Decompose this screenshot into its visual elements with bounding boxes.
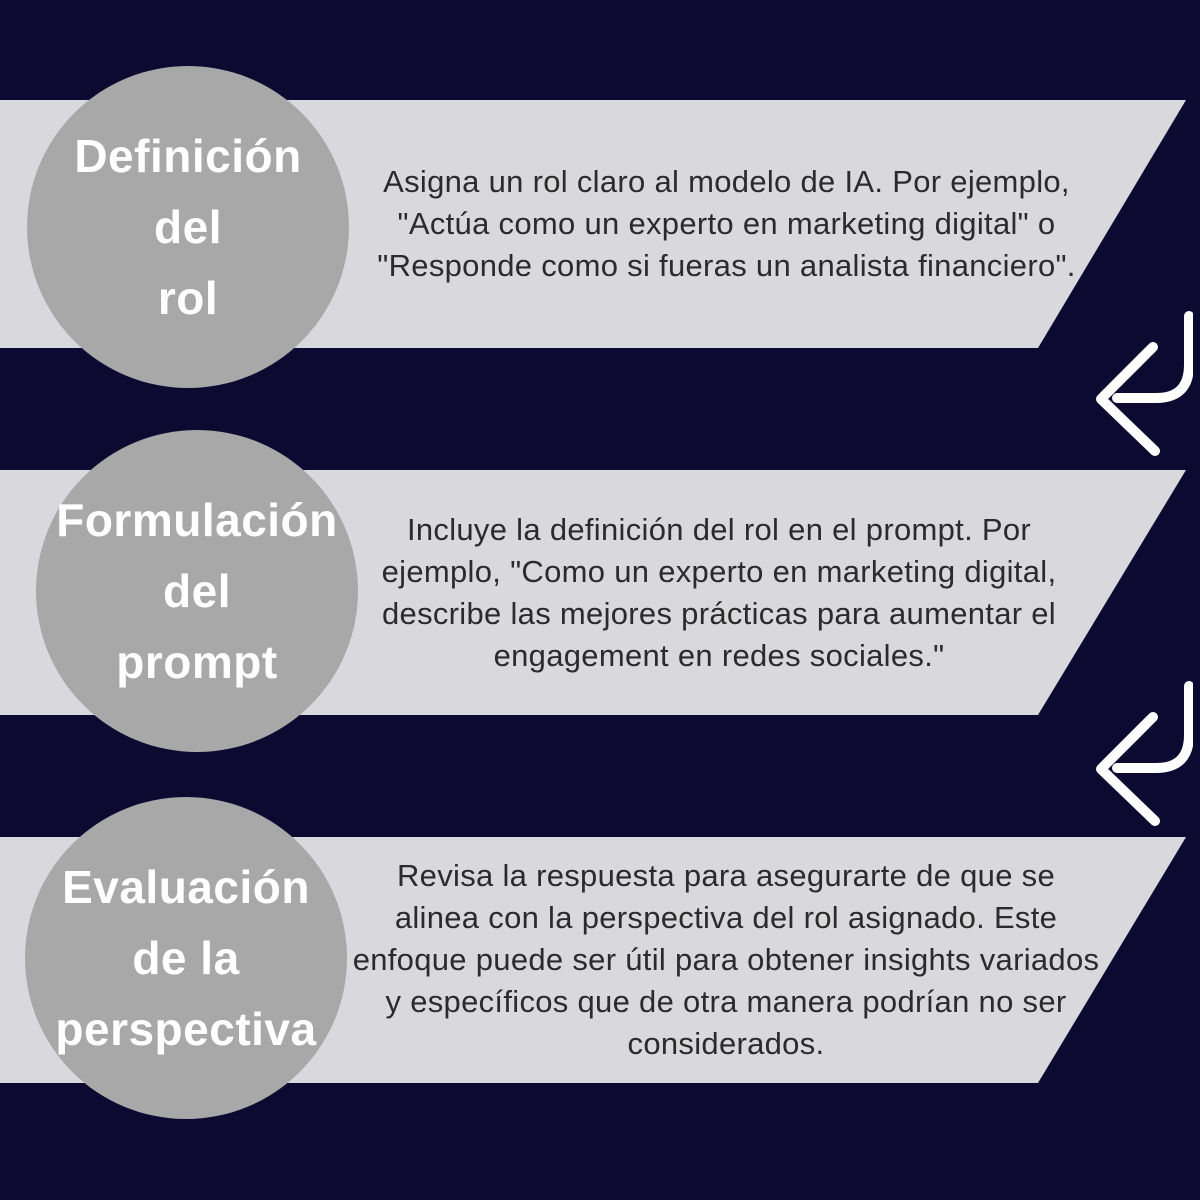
step-2-circle: Formulación del prompt — [36, 430, 358, 752]
step-3-title-line: Evaluación — [62, 860, 310, 913]
step-1-title-line: rol — [157, 271, 219, 324]
step-1-description-area: Asigna un rol claro al modelo de IA. Por… — [348, 100, 1105, 348]
step-3-description: Revisa la respuesta para asegurarte de q… — [352, 858, 1100, 1061]
step-2-description: Incluye la definición del rol en el prom… — [381, 511, 1057, 673]
return-arrow-icon — [1096, 681, 1193, 826]
step-1-description: Asigna un rol claro al modelo de IA. Por… — [377, 164, 1076, 283]
step-3-title-line: perspectiva — [55, 1002, 317, 1055]
step-2-description-area: Incluye la definición del rol en el prom… — [348, 470, 1090, 715]
step-1-title-line: Definición — [74, 129, 302, 182]
step-3-description-area: Revisa la respuesta para asegurarte de q… — [352, 837, 1100, 1083]
return-arrow-icon — [1096, 311, 1193, 456]
step-2-title-line: del — [163, 564, 231, 617]
step-3-title-line: de la — [132, 931, 240, 984]
step-1-title-line: del — [154, 200, 222, 253]
step-1-circle: Definición del rol — [27, 66, 349, 388]
step-2-title-line: prompt — [116, 635, 278, 688]
step-2-title-line: Formulación — [56, 493, 338, 546]
step-3-circle: Evaluación de la perspectiva — [25, 797, 347, 1119]
